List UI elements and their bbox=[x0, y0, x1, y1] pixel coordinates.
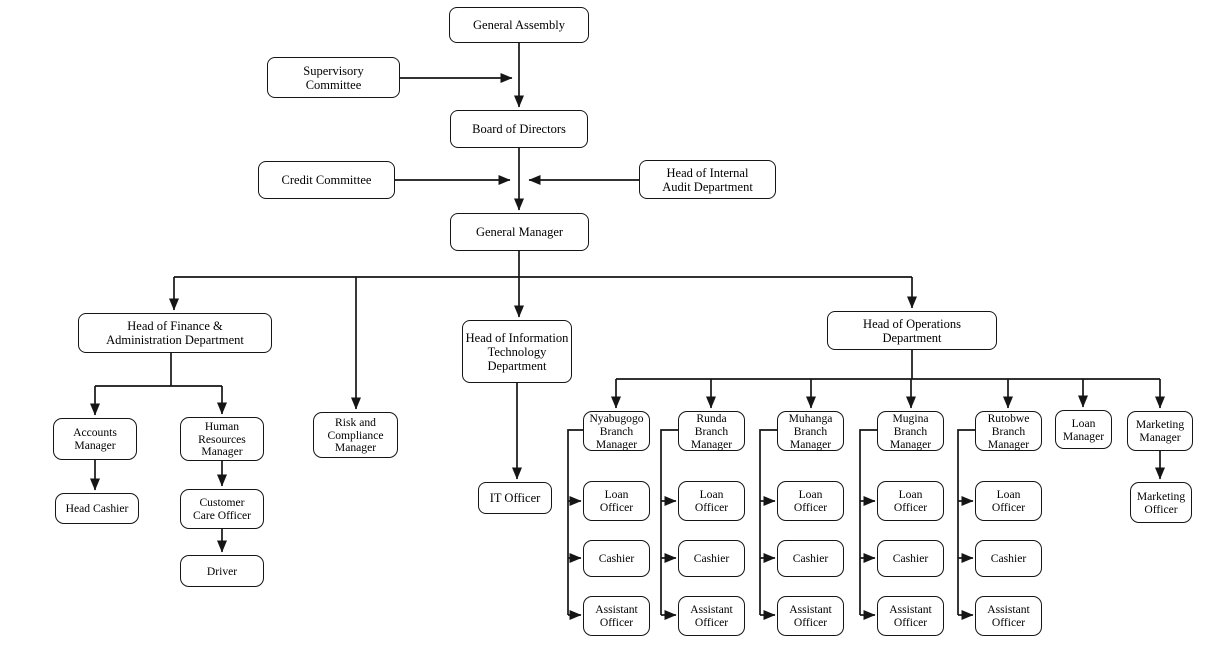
node-it-officer: IT Officer bbox=[478, 482, 552, 514]
node-head-it: Head of Information Technology Departmen… bbox=[462, 320, 572, 383]
node-branch-manager-mugina: Mugina Branch Manager bbox=[877, 411, 944, 451]
node-assistant-officer-mugina: Assistant Officer bbox=[877, 596, 944, 636]
node-head-internal-audit: Head of Internal Audit Department bbox=[639, 160, 776, 199]
node-loan-officer-runda: Loan Officer bbox=[678, 481, 745, 521]
node-accounts-manager: Accounts Manager bbox=[53, 418, 137, 460]
node-general-assembly: General Assembly bbox=[449, 7, 589, 43]
node-assistant-officer-rutobwe: Assistant Officer bbox=[975, 596, 1042, 636]
node-loan-manager: Loan Manager bbox=[1055, 410, 1112, 449]
node-loan-officer-muhanga: Loan Officer bbox=[777, 481, 844, 521]
node-head-operations: Head of Operations Department bbox=[827, 311, 997, 350]
node-head-finance-admin: Head of Finance & Administration Departm… bbox=[78, 313, 272, 353]
node-marketing-manager: Marketing Manager bbox=[1127, 411, 1193, 451]
node-cashier-muhanga: Cashier bbox=[777, 540, 844, 577]
node-driver: Driver bbox=[180, 555, 264, 587]
node-cashier-rutobwe: Cashier bbox=[975, 540, 1042, 577]
node-cashier-runda: Cashier bbox=[678, 540, 745, 577]
node-branch-manager-runda: Runda Branch Manager bbox=[678, 411, 745, 451]
node-customer-care-officer: Customer Care Officer bbox=[180, 489, 264, 529]
node-loan-officer-nyabugogo: Loan Officer bbox=[583, 481, 650, 521]
node-cashier-nyabugogo: Cashier bbox=[583, 540, 650, 577]
node-hr-manager: Human Resources Manager bbox=[180, 417, 264, 461]
node-risk-compliance-manager: Risk and Compliance Manager bbox=[313, 412, 398, 458]
node-branch-manager-nyabugogo: Nyabugogo Branch Manager bbox=[583, 411, 650, 451]
node-cashier-mugina: Cashier bbox=[877, 540, 944, 577]
node-loan-officer-mugina: Loan Officer bbox=[877, 481, 944, 521]
node-assistant-officer-muhanga: Assistant Officer bbox=[777, 596, 844, 636]
node-assistant-officer-nyabugogo: Assistant Officer bbox=[583, 596, 650, 636]
node-marketing-officer: Marketing Officer bbox=[1130, 482, 1192, 523]
node-branch-manager-muhanga: Muhanga Branch Manager bbox=[777, 411, 844, 451]
node-assistant-officer-runda: Assistant Officer bbox=[678, 596, 745, 636]
node-board-of-directors: Board of Directors bbox=[450, 110, 588, 148]
node-general-manager: General Manager bbox=[450, 213, 589, 251]
node-loan-officer-rutobwe: Loan Officer bbox=[975, 481, 1042, 521]
node-credit-committee: Credit Committee bbox=[258, 161, 395, 199]
node-head-cashier: Head Cashier bbox=[55, 493, 139, 524]
node-supervisory-committee: Supervisory Committee bbox=[267, 57, 400, 98]
node-branch-manager-rutobwe: Rutobwe Branch Manager bbox=[975, 411, 1042, 451]
